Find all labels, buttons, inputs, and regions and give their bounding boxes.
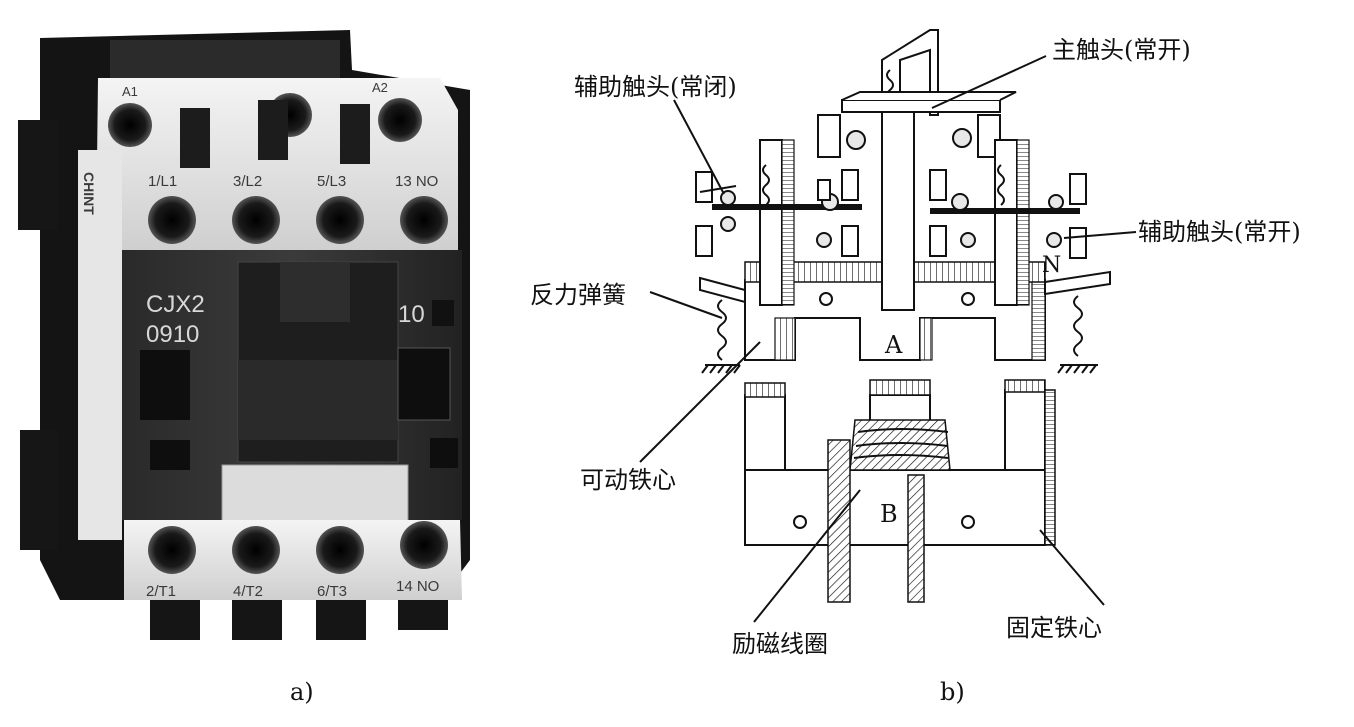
aux-column-right [994,139,1018,306]
bottom-fin [232,600,282,640]
coil-screw-a1 [108,103,152,147]
terminal-label-bottom: 14 NO [396,578,439,595]
brand-side-panel [78,150,122,540]
brand-text: CHINT [81,172,97,215]
terminal-screw-top [232,196,280,244]
label-coil: 励磁线圈 [732,630,828,658]
indicator-window-right [397,347,451,421]
aux-nc-fixed-contact [695,171,713,203]
leader-aux-no [1063,231,1137,239]
leader-reaction-spring [649,291,723,319]
spring-arm-left [699,276,746,304]
actuator-slot [280,262,350,322]
main-fixed-contact-left [817,114,841,158]
terminal-screw-top [316,196,364,244]
aux-spring-right [997,164,1005,206]
contactor-photo: A1 A2 1/L1 3/L2 5/L3 13 NO CHINT CJX2 09… [18,30,470,640]
vent-right [430,438,458,468]
caption-b: b) [940,678,965,706]
point-b-label: B [880,500,898,528]
vent-left [150,440,190,470]
coil-lead-right [907,474,925,603]
bottom-fin [150,600,200,640]
label-aux-nc: 辅助触头(常闭) [574,73,737,101]
terminal-screw-top [400,196,448,244]
terminal-label-top: 3/L2 [233,173,262,190]
contact-rating: 10 [398,301,425,328]
coil-terminal-a2: A2 [372,80,388,95]
label-moving-core: 可动铁心 [580,466,676,494]
main-contact-bridge [841,99,1001,113]
coil-lead-left [827,439,851,603]
model-line-2: 0910 [146,321,199,348]
bottom-fin [316,600,366,640]
leader-main-contact [931,55,1047,109]
terminal-label-top: 1/L1 [148,173,177,190]
leader-fixed-core [1039,529,1105,606]
coil-label-strip [110,40,340,80]
model-line-1: CJX2 [146,291,205,318]
terminal-divider [340,104,370,164]
spring-arm-right [1044,270,1111,296]
terminal-label-top: 5/L3 [317,173,346,190]
terminal-screw-top [148,196,196,244]
label-main-contact: 主触头(常开) [1052,36,1191,64]
coil-terminal-a1: A1 [122,84,138,99]
din-clip-lower [20,430,58,550]
contactor-diagram: B A [695,29,1111,603]
bottom-fin [398,600,448,630]
main-contact-point [846,130,866,150]
indicator-window-left [140,350,190,420]
leader-moving-core [639,341,761,463]
rating-window [432,300,454,326]
terminal-screw-bottom [232,526,280,574]
aux-no-fixed-contact [1069,227,1087,259]
point-a-label: A [884,331,903,359]
terminal-screw-bottom [316,526,364,574]
contact-carrier-stem [881,109,915,311]
terminal-divider [258,100,288,160]
pole-n-label: N [1042,253,1061,278]
terminal-screw-bottom [148,526,196,574]
leader-coil [753,489,861,623]
aux-column-left [759,139,783,306]
coil-screw-a2 [378,98,422,142]
label-aux-no: 辅助触头(常开) [1138,218,1301,246]
label-reaction-spring: 反力弹簧 [530,281,626,309]
caption-a: a) [290,678,314,706]
aux-fixed-contact-inner-left [841,169,859,201]
terminal-label-bottom: 6/T3 [317,583,347,600]
reaction-spring-right [1057,295,1098,374]
leader-aux-nc [673,99,725,195]
din-clip-upper [18,120,58,230]
terminal-divider [180,108,210,168]
reaction-spring-left [701,299,741,374]
lower-terminal-block [124,520,462,600]
actuator-window [238,360,398,440]
label-fixed-core: 固定铁心 [1006,614,1102,642]
aux-spring-left [762,164,770,206]
main-contact-point [952,128,972,148]
terminal-label-top: 13 NO [395,173,438,190]
excitation-coil [827,419,951,603]
terminal-label-bottom: 2/T1 [146,583,176,600]
terminal-screw-bottom [400,521,448,569]
terminal-label-bottom: 4/T2 [233,583,263,600]
